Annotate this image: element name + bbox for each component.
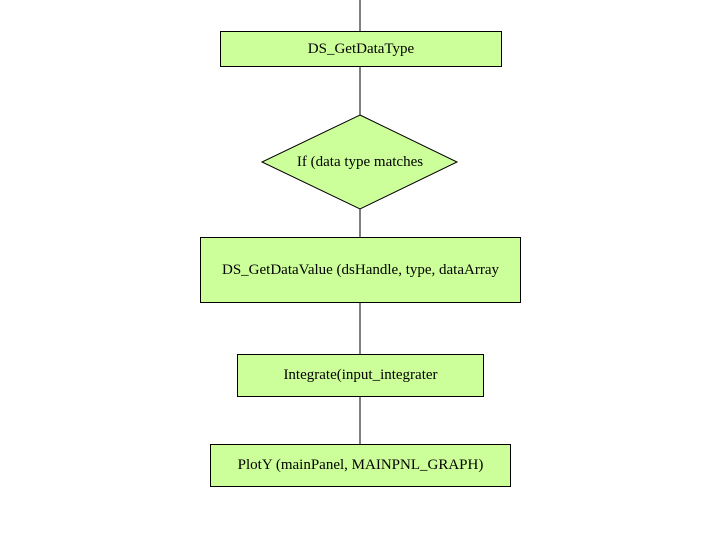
step-get-data-type-label: DS_GetDataType <box>307 40 415 57</box>
step-plot-y-label: PlotY (mainPanel, MAINPNL_GRAPH) <box>237 457 484 473</box>
step-get-data-value: DS_GetDataValue (dsHandle, type, dataArr… <box>200 237 521 303</box>
decision-data-type-matches-label: If (data type matches <box>296 153 424 170</box>
step-integrate: Integrate(input_integrater <box>237 354 484 397</box>
step-get-data-type: DS_GetDataType <box>220 31 502 67</box>
step-integrate-label: Integrate(input_integrater <box>283 367 438 383</box>
step-plot-y: PlotY (mainPanel, MAINPNL_GRAPH) <box>210 444 511 487</box>
step-get-data-value-label: DS_GetDataValue (dsHandle, type, dataArr… <box>222 261 499 278</box>
